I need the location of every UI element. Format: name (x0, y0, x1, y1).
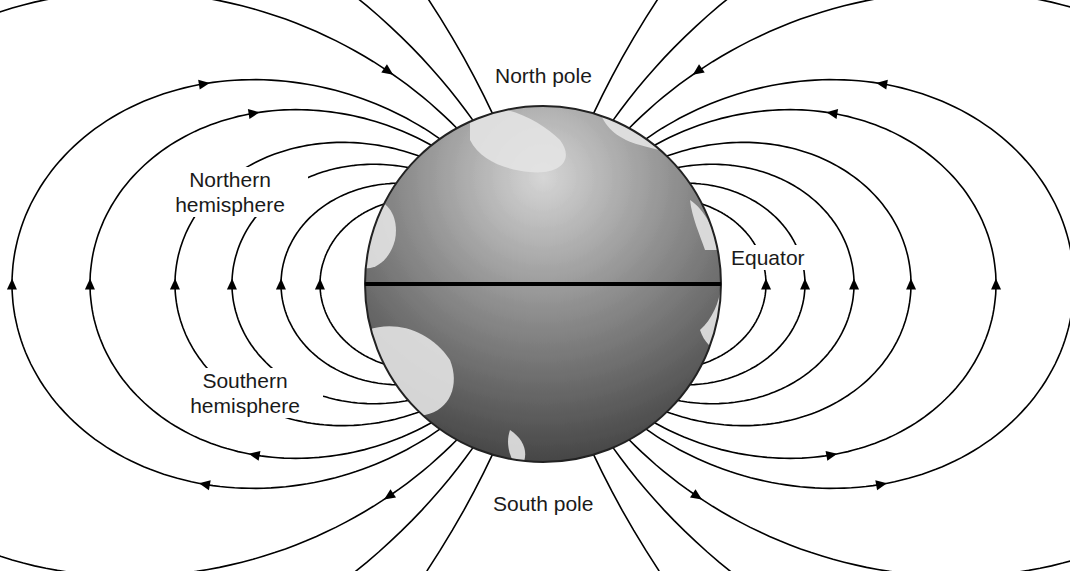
field-arrowhead (85, 279, 95, 290)
field-arrowhead (248, 109, 260, 119)
field-arrowhead (826, 109, 838, 119)
field-arrowhead (800, 279, 810, 290)
field-arrowhead (876, 80, 888, 90)
pole-label: North pole (492, 63, 595, 88)
field-arrowhead (826, 451, 838, 461)
equator-label: Equator (728, 245, 808, 270)
field-arrowhead (381, 64, 393, 74)
field-arrowhead (170, 279, 180, 290)
field-arrowhead (227, 279, 237, 290)
field-arrowhead (991, 279, 1001, 290)
field-arrowhead (690, 489, 702, 499)
hemisphere-label: Northern hemisphere (152, 167, 308, 217)
field-arrowhead (384, 489, 396, 499)
hemisphere-label: Southern hemisphere (167, 368, 323, 418)
field-arrowhead (199, 480, 211, 490)
field-arrowhead (693, 64, 705, 74)
field-arrowhead (276, 279, 286, 290)
field-arrowhead (198, 80, 210, 90)
field-arrowhead (906, 279, 916, 290)
field-arrowhead (315, 279, 325, 290)
field-arrowhead (875, 480, 887, 490)
field-arrowhead (7, 279, 17, 290)
field-arrowhead (249, 451, 261, 461)
field-arrowhead (849, 279, 859, 290)
globe (365, 106, 721, 470)
pole-label: South pole (490, 491, 596, 516)
field-arrowhead (761, 279, 771, 290)
